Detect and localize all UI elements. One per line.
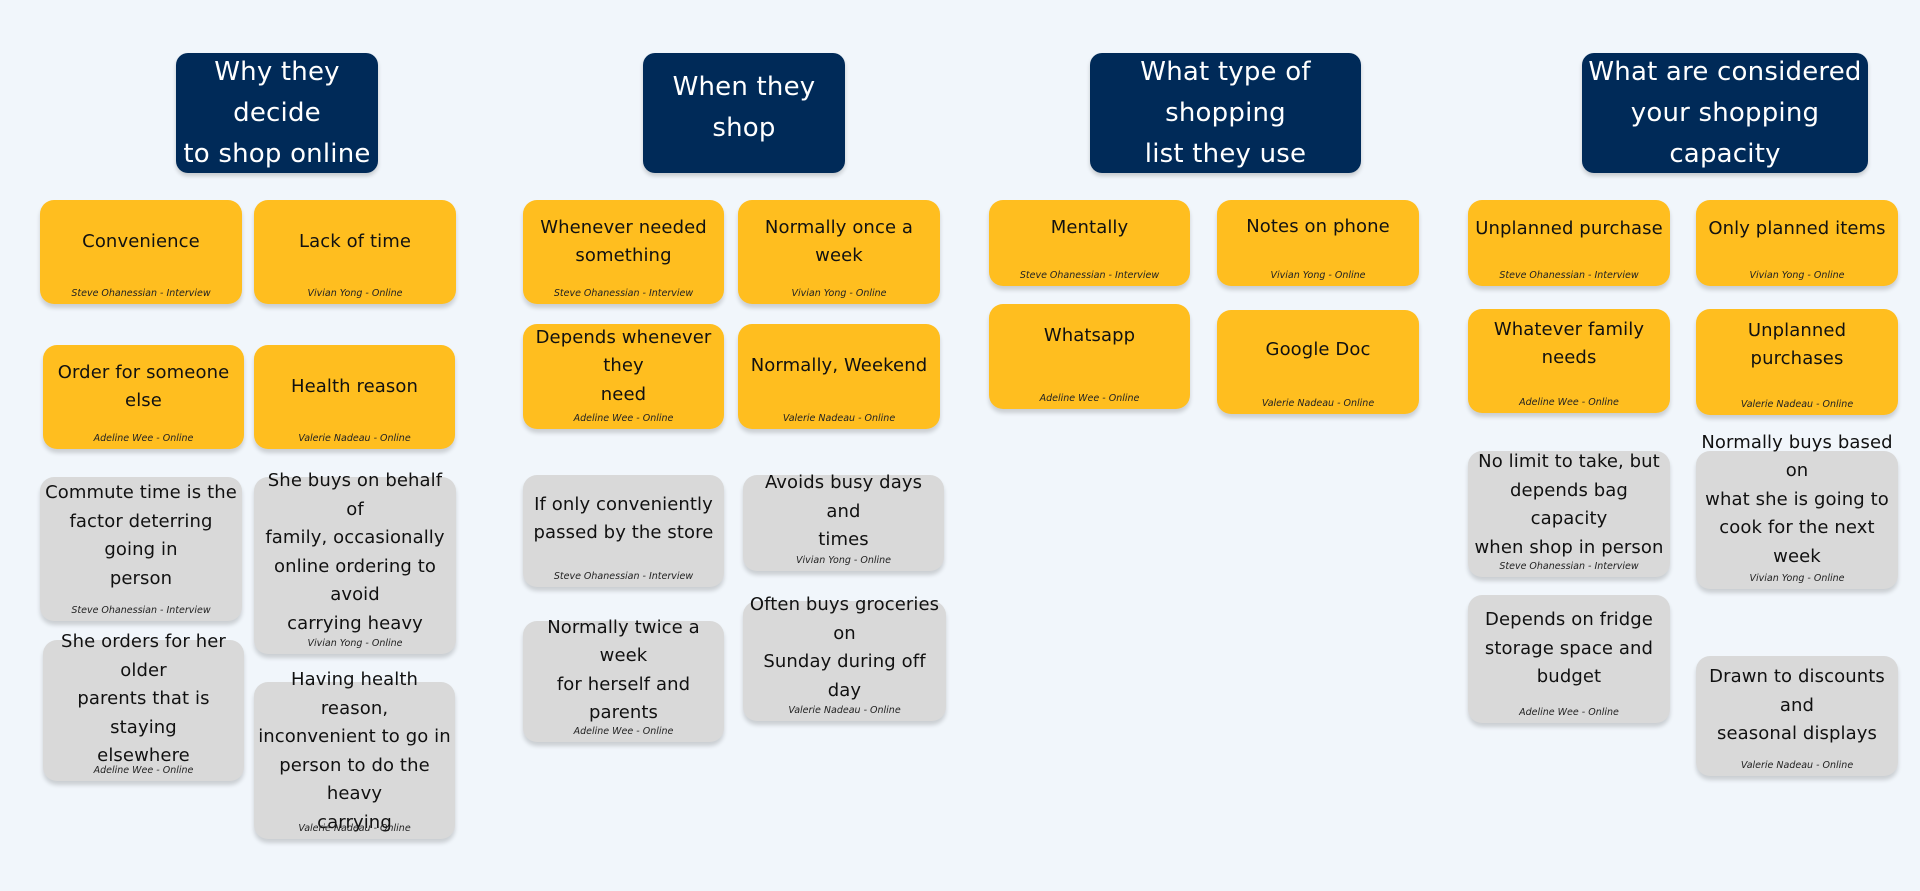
note-source: Adeline Wee - Online (1519, 397, 1619, 408)
note-text: Whatsapp (1043, 325, 1136, 347)
sticky-note[interactable]: Drawn to discounts and seasonal displays… (1696, 656, 1898, 776)
sticky-note[interactable]: Unplanned purchases Valerie Nadeau - Onl… (1696, 309, 1898, 415)
note-text: She buys on behalf of family, occasional… (265, 470, 445, 634)
sticky-note[interactable]: Normally, Weekend Valerie Nadeau - Onlin… (738, 324, 940, 429)
note-text: Whenever needed something (540, 216, 707, 267)
note-text: Normally, Weekend (750, 355, 928, 377)
note-source: Steve Ohanessian - Interview (1019, 270, 1160, 281)
note-source: Vivian Yong - Online (1270, 270, 1366, 281)
sticky-note[interactable]: Notes on phone Vivian Yong - Online (1217, 200, 1419, 286)
sticky-note[interactable]: Depends on fridge storage space and budg… (1468, 595, 1670, 723)
heading-when-they-shop[interactable]: When they shop (643, 53, 845, 173)
note-source: Steve Ohanessian - Interview (71, 288, 211, 299)
sticky-note[interactable]: Mentally Steve Ohanessian - Interview (989, 200, 1190, 286)
note-text: Normally twice a week for herself and pa… (547, 616, 700, 724)
note-source: Valerie Nadeau - Online (782, 413, 896, 424)
heading-shopping-list-type[interactable]: What type of shopping list they use (1090, 53, 1361, 173)
sticky-note[interactable]: Unplanned purchase Steve Ohanessian - In… (1468, 200, 1670, 286)
sticky-note[interactable]: Normally twice a week for herself and pa… (523, 616, 724, 742)
note-text: Convenience (82, 230, 200, 252)
note-source: Steve Ohanessian - Interview (1499, 270, 1639, 281)
sticky-note[interactable]: She orders for her older parents that is… (43, 631, 244, 781)
sticky-note[interactable]: Only planned items Vivian Yong - Online (1696, 200, 1898, 286)
heading-shopping-capacity[interactable]: What are considered your shopping capaci… (1582, 53, 1868, 173)
note-source: Vivian Yong - Online (307, 288, 403, 299)
sticky-note[interactable]: No limit to take, but depends bag capaci… (1468, 451, 1670, 577)
sticky-note[interactable]: Order for someone else Adeline Wee - Onl… (43, 345, 244, 449)
note-source: Valerie Nadeau - Online (1740, 760, 1854, 771)
note-text: Having health reason, inconvenient to go… (258, 669, 451, 833)
note-text: Google Doc (1265, 338, 1371, 360)
sticky-note[interactable]: Normally buys based on what she is going… (1696, 431, 1898, 589)
note-source: Steve Ohanessian - Interview (553, 571, 694, 582)
note-source: Adeline Wee - Online (93, 433, 194, 444)
note-text: Health reason (290, 375, 419, 397)
sticky-note[interactable]: Avoids busy days and times Vivian Yong -… (743, 472, 944, 571)
note-text: Depends whenever they need (535, 326, 712, 405)
note-text: Commute time is the factor deterring goi… (45, 482, 237, 589)
note-text: Whatever family needs (1493, 318, 1645, 369)
sticky-note[interactable]: Commute time is the factor deterring goi… (40, 477, 242, 621)
sticky-note[interactable]: Whatever family needs Adeline Wee - Onli… (1468, 309, 1670, 413)
note-text: Avoids busy days and times (764, 472, 923, 551)
note-text: If only conveniently passed by the store (533, 493, 714, 544)
note-text: Normally once a week (764, 216, 914, 267)
sticky-note[interactable]: Convenience Steve Ohanessian - Interview (40, 200, 242, 304)
sticky-note[interactable]: Depends whenever they need Adeline Wee -… (523, 324, 724, 429)
note-text: Unplanned purchase (1475, 217, 1663, 239)
note-source: Vivian Yong - Online (791, 288, 887, 299)
note-source: Adeline Wee - Online (93, 765, 194, 776)
sticky-note[interactable]: Normally once a week Vivian Yong - Onlin… (738, 200, 940, 304)
note-text: Often buys groceries on Sunday during of… (749, 594, 940, 701)
note-source: Valerie Nadeau - Online (788, 705, 901, 716)
note-text: Normally buys based on what she is going… (1701, 431, 1893, 567)
sticky-note[interactable]: Lack of time Vivian Yong - Online (254, 200, 456, 304)
sticky-note[interactable]: Whenever needed something Steve Ohanessi… (523, 200, 724, 304)
note-source: Steve Ohanessian - Interview (71, 605, 211, 616)
note-text: She orders for her older parents that is… (61, 631, 226, 767)
note-source: Steve Ohanessian - Interview (1499, 561, 1639, 572)
note-source: Adeline Wee - Online (1039, 393, 1140, 404)
sticky-note[interactable]: She buys on behalf of family, occasional… (254, 470, 456, 654)
note-source: Adeline Wee - Online (573, 726, 674, 737)
note-text: Mentally (1050, 216, 1129, 238)
note-text: Only planned items (1708, 217, 1886, 239)
note-text: Lack of time (298, 230, 412, 252)
note-text: Depends on fridge storage space and budg… (1484, 609, 1654, 688)
note-source: Vivian Yong - Online (796, 555, 891, 566)
heading-why-shop-online[interactable]: Why they decide to shop online (176, 53, 378, 173)
sticky-note[interactable]: If only conveniently passed by the store… (523, 475, 724, 587)
note-source: Adeline Wee - Online (1519, 707, 1619, 718)
note-text: Order for someone else (57, 361, 230, 412)
sticky-note[interactable]: Often buys groceries on Sunday during of… (743, 594, 946, 721)
sticky-note[interactable]: Health reason Valerie Nadeau - Online (254, 345, 455, 449)
sticky-note[interactable]: Whatsapp Adeline Wee - Online (989, 304, 1190, 409)
sticky-note[interactable]: Having health reason, inconvenient to go… (254, 669, 455, 839)
note-source: Vivian Yong - Online (1749, 270, 1845, 281)
note-source: Vivian Yong - Online (1749, 573, 1845, 584)
note-source: Valerie Nadeau - Online (298, 823, 411, 834)
note-text: No limit to take, but depends bag capaci… (1474, 451, 1664, 558)
sticky-note[interactable]: Google Doc Valerie Nadeau - Online (1217, 310, 1419, 414)
note-source: Valerie Nadeau - Online (1261, 398, 1375, 409)
note-source: Valerie Nadeau - Online (298, 433, 411, 444)
note-text: Notes on phone (1246, 215, 1390, 237)
note-text: Unplanned purchases (1747, 319, 1847, 370)
note-source: Adeline Wee - Online (573, 413, 674, 424)
note-source: Steve Ohanessian - Interview (553, 288, 694, 299)
note-source: Valerie Nadeau - Online (1740, 399, 1854, 410)
note-source: Vivian Yong - Online (307, 638, 403, 649)
note-text: Drawn to discounts and seasonal displays (1709, 666, 1885, 745)
